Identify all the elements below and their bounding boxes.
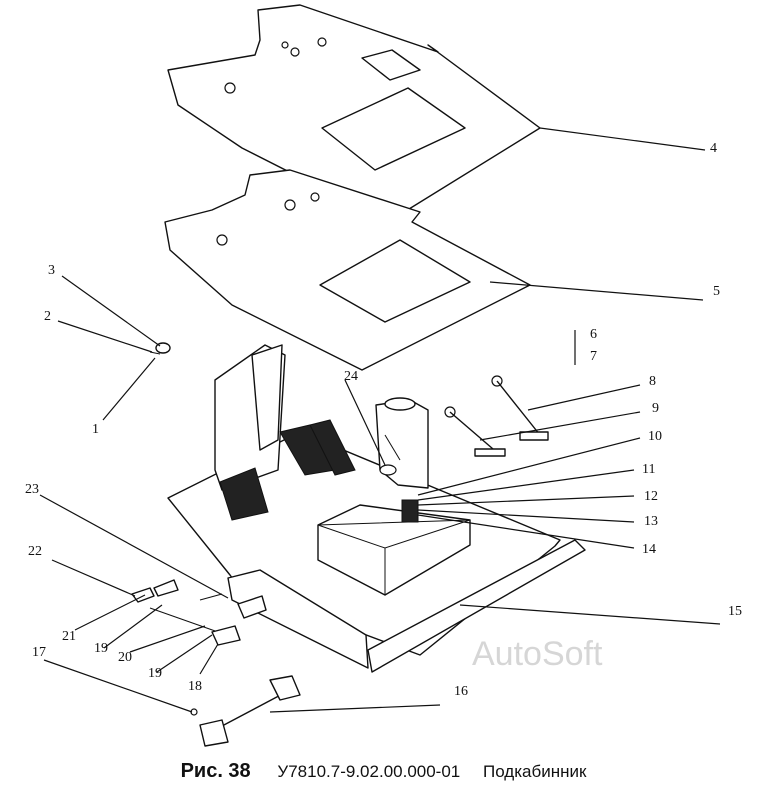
- callout-18: 18: [188, 679, 202, 694]
- callout-21: 21: [62, 629, 76, 644]
- callout-20: 20: [118, 650, 132, 665]
- floor-mat-upper: [167, 4, 541, 223]
- figure-label: Рис. 38: [180, 760, 251, 782]
- callout-16: 16: [454, 684, 468, 699]
- callout-19b: 19: [148, 666, 162, 681]
- callout-7: 7: [590, 349, 597, 364]
- callout-22: 22: [28, 544, 42, 559]
- callout-12: 12: [644, 489, 658, 504]
- callout-9: 9: [652, 401, 659, 416]
- figure-caption: Рис. 38 У7810.7-9.02.00.000-01 Подкабинн…: [0, 760, 767, 783]
- subcab-base: [167, 344, 586, 673]
- callout-1: 1: [92, 422, 99, 437]
- leader-lines: [39, 127, 721, 713]
- callout-24: 24: [344, 369, 358, 384]
- linkage-16: [190, 675, 301, 747]
- callout-10: 10: [648, 429, 662, 444]
- callout-labels: 1 2 3 4 5 6 7 8 9 10 11 12 13 14 15 16 1…: [25, 141, 742, 699]
- callout-4: 4: [710, 141, 717, 156]
- floor-mat-lower: [164, 169, 531, 371]
- callout-19a: 19: [94, 641, 108, 656]
- callout-3: 3: [48, 263, 55, 278]
- callout-23: 23: [25, 482, 39, 497]
- callout-13: 13: [644, 514, 658, 529]
- callout-5: 5: [713, 284, 720, 299]
- callout-14: 14: [642, 542, 656, 557]
- callout-6: 6: [590, 327, 597, 342]
- levers: [444, 375, 549, 457]
- figure-title: Подкабинник: [483, 762, 587, 781]
- fastener-assembly: [149, 342, 171, 355]
- callout-17: 17: [32, 645, 46, 660]
- drawing-code: У7810.7-9.02.00.000-01: [277, 762, 461, 781]
- callout-8: 8: [649, 374, 656, 389]
- callout-15: 15: [728, 604, 742, 619]
- watermark: AutoSoft: [472, 635, 603, 673]
- callout-11: 11: [642, 462, 655, 477]
- callout-2: 2: [44, 309, 51, 324]
